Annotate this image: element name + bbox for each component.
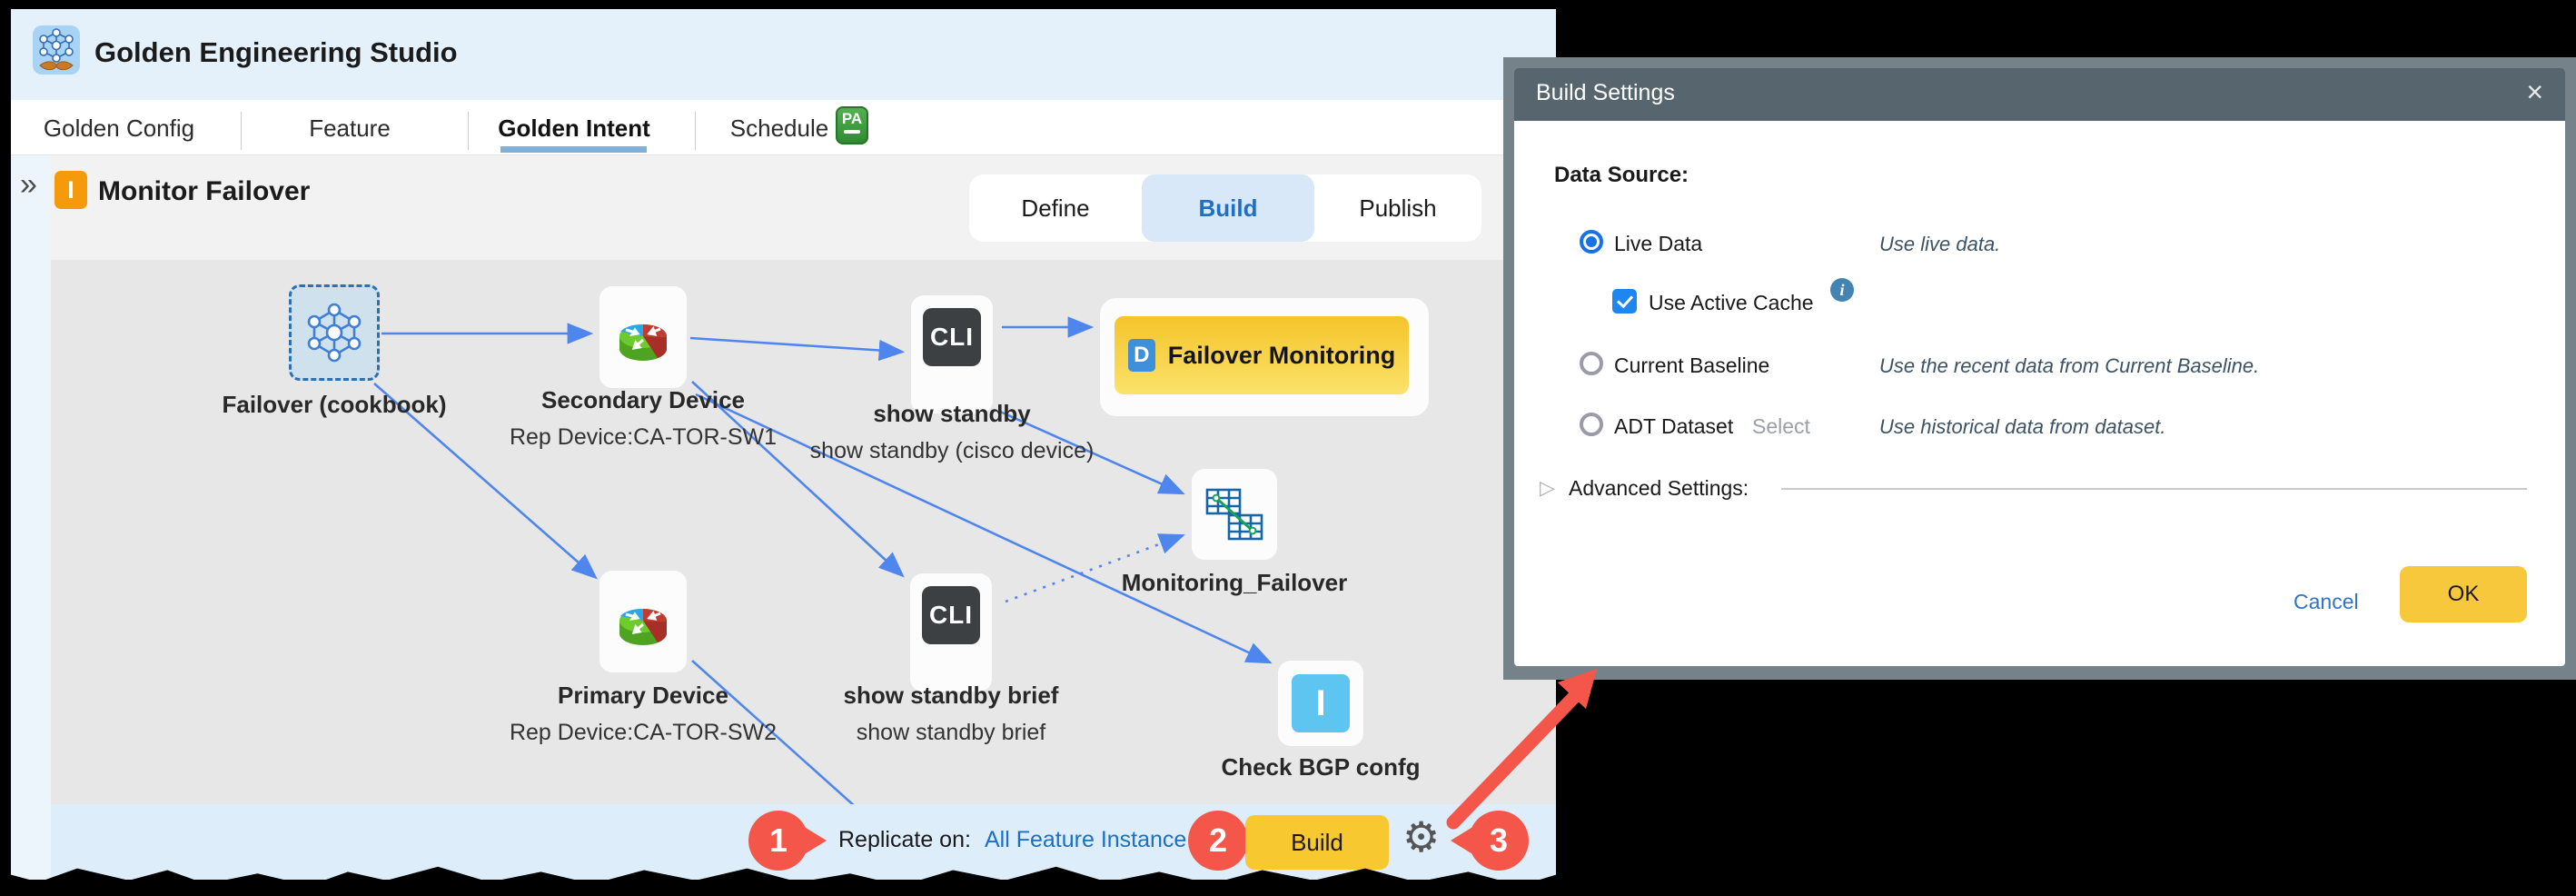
node-primary-device[interactable]: Primary Device Rep Device:CA-TOR-SW2 [510, 571, 777, 745]
collapse-sidebar-icon[interactable]: » [20, 167, 37, 202]
adt-dataset-select-link[interactable]: Select [1752, 414, 1810, 438]
cli-icon: CLI [923, 308, 981, 366]
node-label: Check BGP confg [1221, 753, 1421, 781]
tab-golden-config[interactable]: Golden Config [43, 114, 195, 142]
app-title: Golden Engineering Studio [94, 36, 458, 68]
pa-badge-label: PA [841, 110, 863, 127]
cancel-button[interactable]: Cancel [2294, 590, 2359, 613]
nav-tab-bar [11, 100, 1556, 155]
app-header: Golden Engineering Studio [11, 9, 1556, 100]
intent-badge-icon: I [54, 171, 87, 209]
node-label: Failover Monitoring [1167, 341, 1396, 369]
table-join-icon [1205, 488, 1263, 541]
annotation-pin-3: 3 [1451, 811, 1529, 871]
annotation-pin-label: 1 [748, 811, 808, 871]
replicate-on-label: Replicate on: [838, 827, 971, 852]
dataset-d-icon: D [1127, 339, 1155, 372]
annotation-pin-label: 2 [1188, 811, 1248, 871]
active-tab-underline [500, 146, 647, 153]
adt-dataset-desc: Use historical data from dataset. [1879, 415, 2166, 438]
node-sublabel: show standby (cisco device) [809, 438, 1095, 463]
annotation-pin-label: 3 [1469, 811, 1529, 871]
current-baseline-label: Current Baseline [1614, 353, 1770, 377]
live-data-desc: Use live data. [1879, 233, 2001, 255]
modal-title: Build Settings [1536, 80, 1675, 105]
modal-titlebar[interactable]: Build Settings × [1514, 68, 2565, 121]
node-sublabel: show standby brief [856, 720, 1046, 745]
left-strip [11, 155, 51, 880]
ok-button[interactable]: OK [2400, 566, 2527, 622]
cli-icon: CLI [922, 586, 980, 644]
adt-dataset-label: ADT Dataset [1614, 414, 1734, 438]
use-active-cache-label: Use Active Cache [1649, 291, 1814, 314]
node-failover-monitoring[interactable]: D Failover Monitoring [1100, 298, 1429, 416]
node-label: show standby [873, 400, 1031, 427]
node-check-bgp[interactable]: I Check BGP confg [1221, 661, 1421, 781]
build-button[interactable]: Build [1245, 815, 1389, 870]
tab-schedule[interactable]: Schedule [729, 114, 829, 142]
annotation-pin-1: 1 [748, 811, 827, 871]
advanced-rule [1781, 488, 2527, 490]
radio-current-baseline[interactable] [1580, 352, 1603, 375]
annotation-pin-2: 2 [1188, 811, 1266, 871]
data-source-label: Data Source: [1554, 163, 1689, 187]
device-pie-icon [619, 608, 668, 645]
tab-build[interactable]: Build [1142, 174, 1314, 242]
radio-adt-dataset[interactable] [1580, 413, 1603, 436]
node-label: show standby brief [843, 682, 1059, 709]
close-icon[interactable]: × [2526, 75, 2543, 108]
nav-separator [468, 112, 469, 150]
mode-tabs: Define Build Publish [969, 174, 1481, 242]
node-sublabel: Rep Device:CA-TOR-SW2 [509, 720, 778, 745]
pa-badge-icon: PA [836, 106, 868, 144]
node-secondary-device[interactable]: Secondary Device Rep Device:CA-TOR-SW1 [510, 286, 777, 450]
replicate-scope-link[interactable]: All Feature Instance [985, 827, 1187, 852]
nav-separator [241, 112, 242, 150]
advanced-caret-icon[interactable]: ▷ [1540, 476, 1555, 499]
app-window: Golden Engineering Studio Golden Config … [11, 9, 1556, 880]
gear-icon[interactable]: ⚙ [1402, 812, 1441, 861]
intent-i-icon: I [1292, 674, 1350, 732]
tab-golden-intent[interactable]: Golden Intent [498, 114, 650, 142]
use-active-cache-checkbox[interactable] [1612, 289, 1637, 314]
tab-feature[interactable]: Feature [309, 114, 391, 142]
node-monitoring-failover[interactable]: Monitoring_Failover [1122, 469, 1347, 596]
node-failover-cookbook[interactable]: Failover (cookbook) [222, 284, 447, 418]
build-settings-modal: Build Settings × Data Source: Live Data … [1514, 68, 2565, 666]
tab-define[interactable]: Define [1021, 194, 1090, 222]
advanced-settings-label[interactable]: Advanced Settings: [1569, 476, 1749, 500]
modal-backdrop: Build Settings × Data Source: Live Data … [1503, 57, 2576, 680]
page-title: Monitor Failover [98, 176, 311, 206]
node-cli-show-standby[interactable]: CLI show standby show standby (cisco dev… [810, 295, 1094, 463]
info-icon[interactable]: i [1830, 278, 1854, 302]
node-sublabel: Rep Device:CA-TOR-SW1 [509, 424, 778, 450]
current-baseline-desc: Use the recent data from Current Baselin… [1879, 354, 2260, 377]
cookbook-network-icon [307, 303, 362, 363]
node-label: Monitoring_Failover [1121, 569, 1348, 596]
nav-separator [695, 112, 696, 150]
node-label: Primary Device [558, 682, 728, 709]
app-logo-icon [33, 25, 80, 75]
tab-publish[interactable]: Publish [1359, 194, 1437, 222]
radio-live-data[interactable] [1580, 230, 1603, 254]
live-data-label: Live Data [1614, 232, 1703, 255]
node-label: Secondary Device [540, 386, 746, 413]
device-pie-icon [619, 324, 668, 361]
node-cli-show-standby-brief[interactable]: CLI show standby brief show standby brie… [844, 573, 1058, 745]
node-label: Failover (cookbook) [222, 391, 447, 418]
